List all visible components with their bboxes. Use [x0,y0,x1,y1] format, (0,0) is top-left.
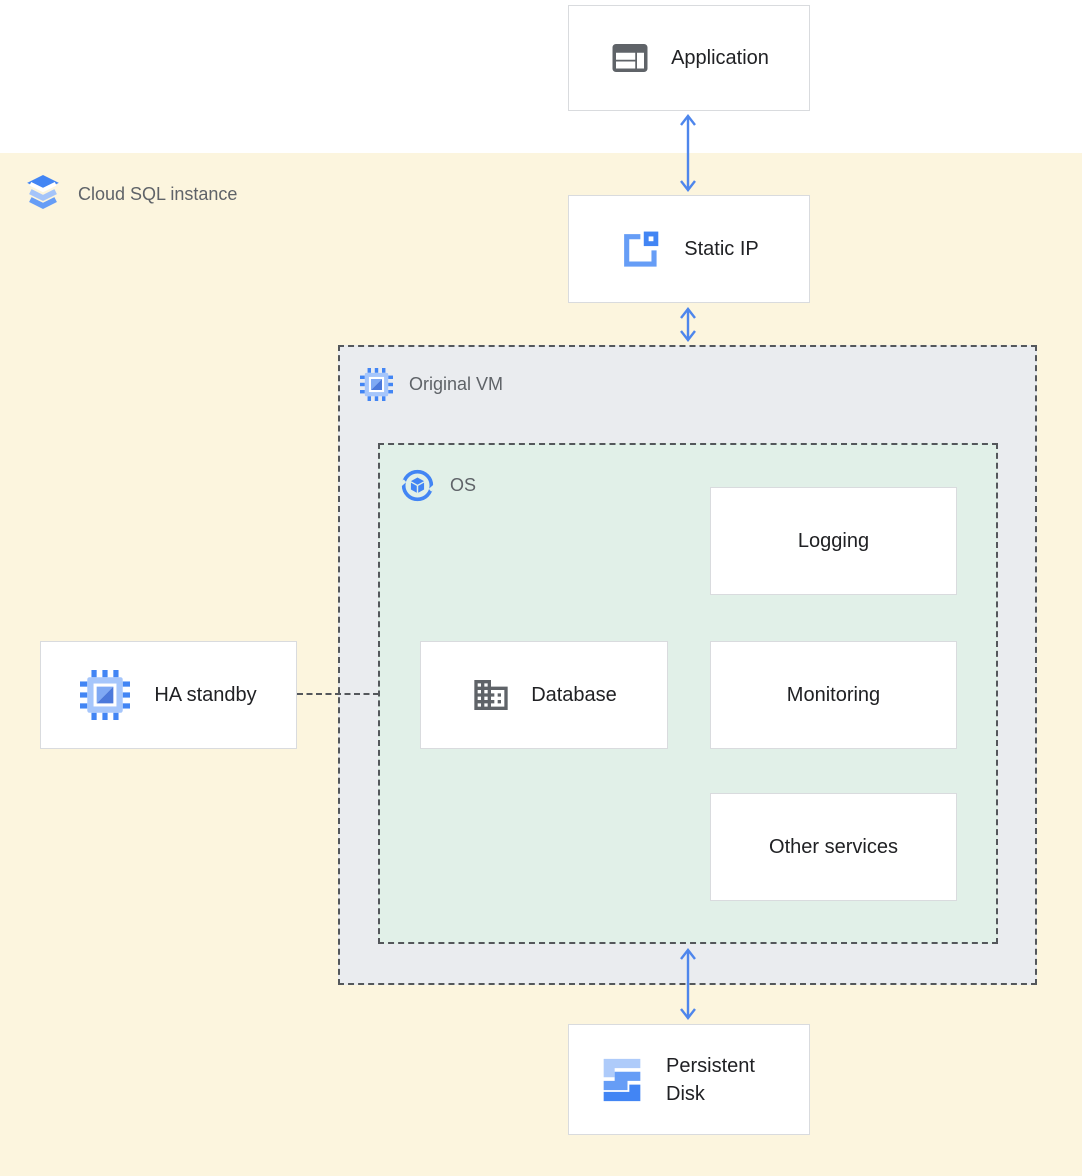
node-static-ip: Static IP [568,195,810,303]
top-white-band [0,0,1082,153]
node-label: Application [671,46,769,69]
node-database: Database [420,641,668,749]
node-label: Logging [797,529,870,552]
node-label: HA standby [154,683,257,706]
node-ha-standby: HA standby [40,641,297,749]
node-other-services: Other services [710,793,957,901]
cloud-sql-zone-text: Cloud SQL instance [78,183,238,204]
cloud-sql-zone-label: Cloud SQL instance [24,172,237,216]
node-label: Static IP [684,237,759,260]
cloud-sql-icon [27,175,59,209]
arrow-application-staticip [680,114,696,192]
os-zone-text: OS [450,475,477,495]
node-logging: Logging [710,487,957,595]
compute-engine-icon [360,368,393,401]
connector-ha-standby-os [297,693,379,695]
os-image-icon [400,469,435,502]
node-label: Other services [769,835,898,858]
node-label: Persistent Disk [666,1054,755,1105]
persistent-disk-icon [603,1058,641,1101]
arrow-staticip-vm [680,307,696,342]
original-vm-zone-text: Original VM [409,374,504,394]
os-zone-label: OS [400,468,476,503]
node-monitoring: Monitoring [710,641,957,749]
node-persistent-disk: Persistent Disk [568,1024,810,1135]
database-building-icon [474,680,508,710]
node-label: Database [531,683,617,706]
static-ip-icon [624,231,659,267]
compute-engine-icon [80,670,131,720]
arrow-os-disk [680,948,696,1020]
node-label: Monitoring [786,683,881,706]
original-vm-zone-label: Original VM [360,368,503,401]
web-application-icon [612,44,648,72]
node-application: Application [568,5,810,111]
